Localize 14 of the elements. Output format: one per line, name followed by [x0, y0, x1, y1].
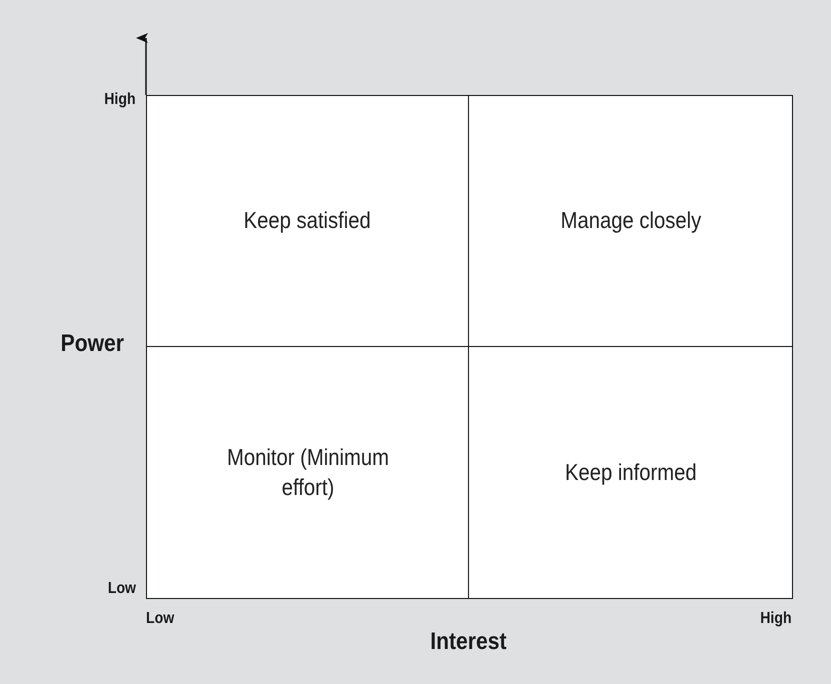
- quadrant-box: [469, 347, 792, 598]
- quadrant-label: Monitor (Minimum effort): [226, 442, 390, 502]
- axis-title: Interest: [430, 628, 506, 656]
- axis-tick-label: Low: [146, 610, 174, 628]
- quadrant-label: Keep informed: [564, 458, 696, 487]
- quadrant-box: [147, 96, 468, 346]
- quadrant-box: [147, 347, 468, 598]
- axis-tick-label: High: [760, 610, 792, 628]
- quadrant-box: [469, 96, 792, 346]
- axis-tick-label: Low: [108, 580, 136, 598]
- quadrant-label: Manage closely: [560, 206, 701, 236]
- axis-title: Power: [60, 330, 124, 358]
- quadrant-label: Keep satisfied: [244, 206, 372, 236]
- axis-tick-label: High: [104, 91, 136, 109]
